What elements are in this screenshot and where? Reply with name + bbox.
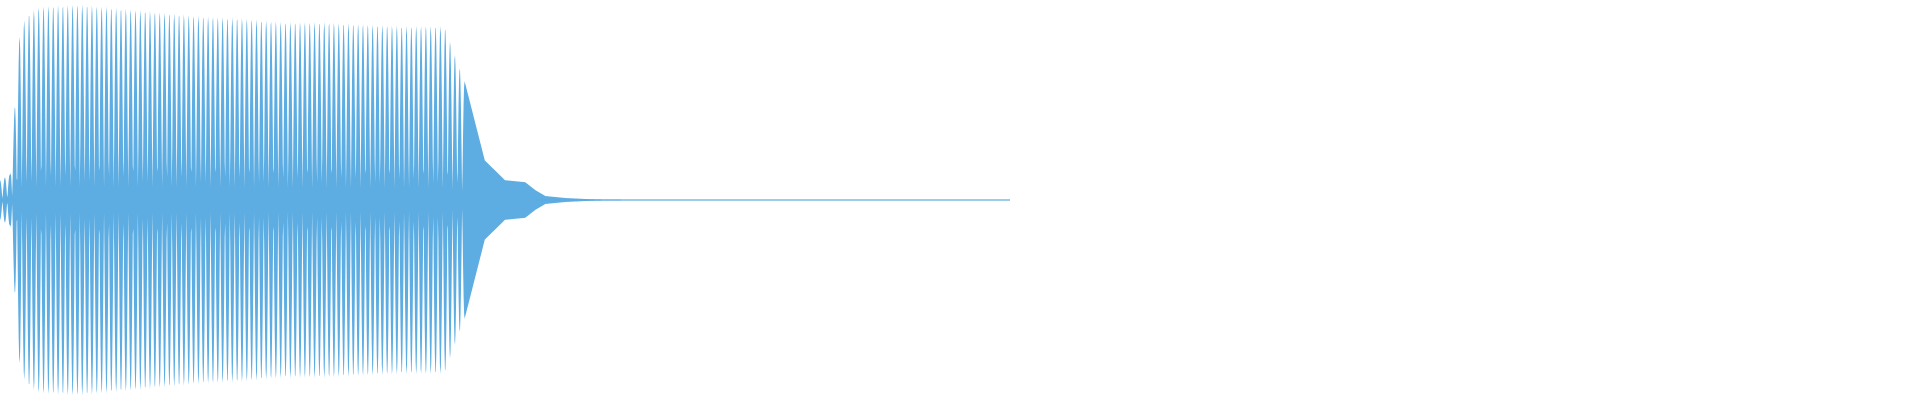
- waveform-series: [0, 4, 1010, 396]
